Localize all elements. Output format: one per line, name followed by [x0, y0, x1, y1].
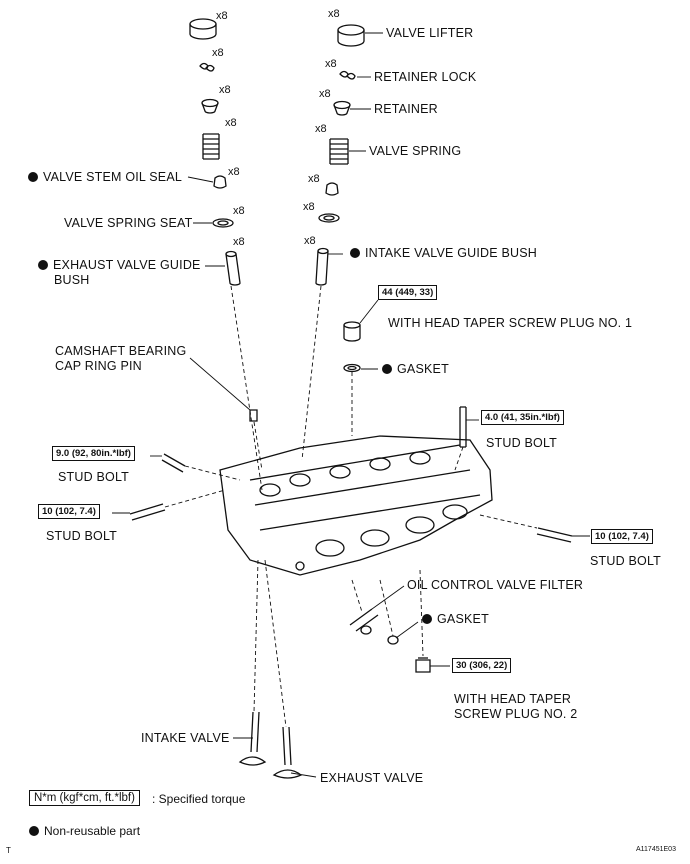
- nonreusable-dot-icon: [38, 260, 48, 270]
- label-intake-valve-guide-bush: INTAKE VALVE GUIDE BUSH: [350, 246, 537, 261]
- label-stud-bolt-right-upper: STUD BOLT: [486, 436, 558, 450]
- torque-plug-no2: 30 (306, 22): [452, 658, 512, 673]
- nonreusable-dot-icon: [29, 826, 39, 836]
- camshaft-bearing-cap-ring-pin: [249, 409, 258, 422]
- qty-valve-spring-intake: x8: [315, 123, 327, 135]
- valve-spring-intake: [329, 138, 349, 165]
- label-gasket-lower: GASKET: [422, 612, 489, 627]
- qty-oil-seal-exhaust: x8: [228, 166, 240, 178]
- nonreusable-dot-icon: [350, 248, 360, 258]
- label-with-head-taper-plug-no1: WITH HEAD TAPER SCREW PLUG NO. 1: [388, 316, 633, 330]
- valve-spring-seat-exhaust: [212, 218, 234, 228]
- stud-bolt-left-lower-part: [129, 503, 166, 521]
- screw-plug-no1: [343, 321, 361, 342]
- torque-plug-no1: 44 (449, 33): [378, 285, 438, 300]
- label-camshaft-pin-line1: CAMSHAFT BEARING: [55, 344, 187, 358]
- retainer-lock-exhaust: [199, 62, 215, 72]
- stud-bolt-left-upper-part: [161, 453, 186, 473]
- valve-lifter-intake: [337, 24, 365, 47]
- retainer-intake: [333, 100, 351, 116]
- torque-stud-right-upper: 4.0 (41, 35in.*lbf): [481, 410, 564, 425]
- qty-guide-bush-intake: x8: [304, 235, 316, 247]
- valve-stem-oil-seal-intake: [325, 182, 339, 196]
- stud-bolt-right-lower-part: [536, 527, 573, 543]
- qty-valve-lifter-exhaust: x8: [216, 10, 228, 22]
- retainer-lock-intake: [339, 70, 356, 80]
- label-gasket-upper: GASKET: [382, 362, 449, 377]
- label-with-head-taper-plug2-line2: SCREW PLUG NO. 2: [454, 707, 578, 721]
- label-stud-bolt-left-lower: STUD BOLT: [46, 529, 118, 543]
- label-valve-stem-oil-seal: VALVE STEM OIL SEAL: [28, 170, 182, 185]
- label-camshaft-pin-line2: CAP RING PIN: [55, 359, 142, 373]
- label-stud-bolt-right-lower: STUD BOLT: [590, 554, 662, 568]
- qty-spring-seat-intake: x8: [303, 201, 315, 213]
- valve-spring-exhaust: [202, 133, 220, 160]
- qty-retainer-lock-exhaust: x8: [212, 47, 224, 59]
- stud-bolt-right-upper-part: [459, 406, 467, 448]
- torque-stud-left-lower: 10 (102, 7.4): [38, 504, 100, 519]
- label-exhaust-valve-guide-bush: EXHAUST VALVE GUIDE: [38, 258, 201, 273]
- nonreusable-dot-icon: [382, 364, 392, 374]
- label-intake-valve: INTAKE VALVE: [141, 731, 230, 745]
- qty-retainer-lock-intake: x8: [325, 58, 337, 70]
- qty-guide-bush-exhaust: x8: [233, 236, 245, 248]
- exhaust-valve-part: [272, 726, 303, 779]
- qty-valve-lifter-intake: x8: [328, 8, 340, 20]
- legend-torque-box: N*m (kgf*cm, ft.*lbf): [29, 790, 140, 806]
- label-with-head-taper-plug2-line1: WITH HEAD TAPER: [454, 692, 572, 706]
- legend-torque-text: : Specified torque: [152, 792, 246, 806]
- exhaust-valve-guide-bush: [225, 250, 241, 286]
- retainer-exhaust: [201, 98, 219, 114]
- screw-plug-no2: [415, 657, 431, 673]
- label-stud-bolt-left-upper: STUD BOLT: [58, 470, 130, 484]
- label-exhaust-valve: EXHAUST VALVE: [320, 771, 424, 785]
- intake-valve-part: [238, 711, 267, 766]
- torque-stud-right-lower: 10 (102, 7.4): [591, 529, 653, 544]
- label-valve-spring-seat: VALVE SPRING SEAT: [64, 216, 193, 230]
- label-valve-lifter: VALVE LIFTER: [386, 26, 474, 40]
- oil-control-valve-filter-part: [349, 608, 379, 635]
- intake-valve-guide-bush: [315, 247, 329, 286]
- figure-code: A117451E03: [636, 846, 676, 853]
- cylinder-head-body: [219, 435, 493, 576]
- torque-stud-left-upper: 9.0 (92, 80in.*lbf): [52, 446, 135, 461]
- qty-retainer-exhaust: x8: [219, 84, 231, 96]
- label-retainer: RETAINER: [374, 102, 438, 116]
- qty-valve-spring-exhaust: x8: [225, 117, 237, 129]
- nonreusable-dot-icon: [28, 172, 38, 182]
- label-oil-control-valve-filter: OIL CONTROL VALVE FILTER: [407, 578, 584, 592]
- qty-oil-seal-intake: x8: [308, 173, 320, 185]
- gasket-upper-part: [343, 363, 361, 373]
- label-valve-spring: VALVE SPRING: [369, 144, 462, 158]
- label-retainer-lock: RETAINER LOCK: [374, 70, 477, 84]
- qty-spring-seat-exhaust: x8: [233, 205, 245, 217]
- nonreusable-dot-icon: [422, 614, 432, 624]
- valve-spring-seat-intake: [318, 213, 340, 223]
- qty-retainer-intake: x8: [319, 88, 331, 100]
- legend-nonreusable: Non-reusable part: [29, 824, 140, 838]
- valve-lifter-exhaust: [189, 18, 217, 40]
- footer-left-mark: T: [6, 846, 11, 855]
- valve-stem-oil-seal-exhaust: [213, 175, 227, 189]
- label-exhaust-valve-guide-bush-line2: BUSH: [54, 273, 90, 287]
